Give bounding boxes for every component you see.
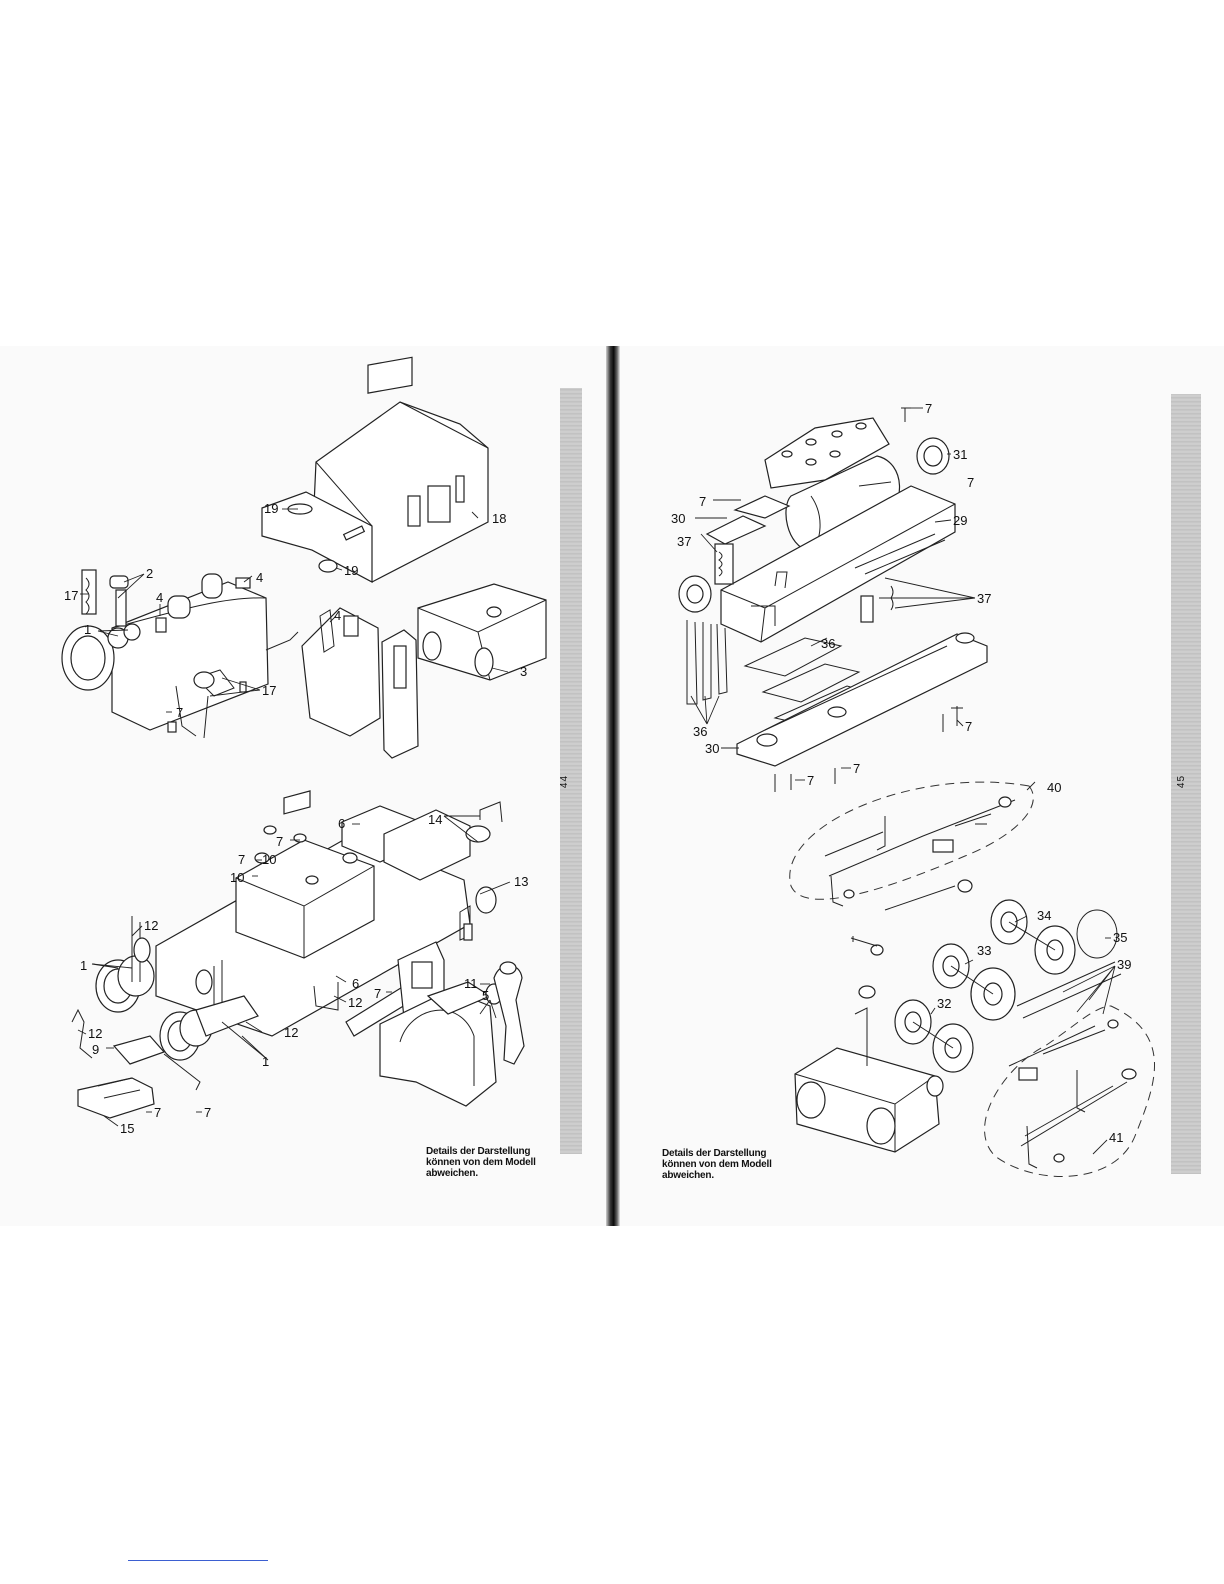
callout-b6: 10 [230, 870, 244, 885]
note-line: können von dem Modell [662, 1159, 772, 1170]
cab-front-plates [302, 608, 418, 758]
callout-b4: 7 [238, 852, 245, 867]
callout-b17: 12 [284, 1025, 298, 1040]
callout-c5: 30 [671, 511, 685, 526]
callout-a2: 18 [492, 511, 506, 526]
page-45: 7 31 7 7 30 29 37 37 36 36 7 30 7 7 40 3… [615, 346, 1224, 1226]
page-44: 19 18 19 2 17 4 4 1 4 3 17 7 6 14 7 7 10… [0, 346, 600, 1226]
callout-a12: 7 [176, 705, 183, 720]
callout-a7: 4 [256, 570, 263, 585]
callout-c11: 7 [965, 719, 972, 734]
callout-b12: 7 [374, 986, 381, 1001]
callout-c13: 7 [853, 761, 860, 776]
callout-b15: 12 [88, 1026, 102, 1041]
callout-b19: 7 [154, 1105, 161, 1120]
callout-d7: 41 [1109, 1130, 1123, 1145]
callout-c7: 37 [677, 534, 691, 549]
callout-c9: 36 [821, 636, 835, 651]
callout-a10: 3 [520, 664, 527, 679]
scan-edge-line [128, 1560, 268, 1561]
callout-c8: 37 [977, 591, 991, 606]
page-edge-tab-left [560, 388, 582, 1154]
callout-b10: 6 [352, 976, 359, 991]
page-number-45: 45 [1176, 775, 1187, 788]
callout-d3: 35 [1113, 930, 1127, 945]
callout-b16: 9 [92, 1042, 99, 1057]
callout-a6: 4 [156, 590, 163, 605]
callout-b8: 12 [144, 918, 158, 933]
callout-c1: 7 [925, 401, 932, 416]
callout-a11: 17 [262, 683, 276, 698]
callout-a3: 19 [344, 563, 358, 578]
note-line: abweichen. [426, 1168, 536, 1179]
callout-b3: 7 [276, 834, 283, 849]
base-plate [737, 633, 987, 766]
callout-b21: 15 [120, 1121, 134, 1136]
note-line: Details der Darstellung [426, 1146, 536, 1157]
callout-a9: 4 [334, 608, 341, 623]
cab-shell [262, 357, 488, 582]
callout-d2: 34 [1037, 908, 1051, 923]
callout-d1: 40 [1047, 780, 1061, 795]
exploded-view-drive: 7 31 7 7 30 29 37 37 36 36 7 30 7 7 40 3… [615, 346, 1224, 1226]
book-gutter [606, 346, 620, 1226]
callout-b7: 13 [514, 874, 528, 889]
exploded-view-body: 19 18 19 2 17 4 4 1 4 3 17 7 6 14 7 7 10… [0, 346, 600, 1226]
callout-b13: 11 [464, 976, 478, 991]
note-line: Details der Darstellung [662, 1148, 772, 1159]
callout-d6: 32 [937, 996, 951, 1011]
callout-c10: 36 [693, 724, 707, 739]
disclaimer-note-right: Details der Darstellung können von dem M… [662, 1148, 772, 1181]
callout-b5: 10 [262, 852, 276, 867]
linkage-group-41 [985, 1006, 1155, 1176]
callout-b20: 7 [204, 1105, 211, 1120]
callout-c12: 30 [705, 741, 719, 756]
callout-c2: 31 [953, 447, 967, 462]
callout-a5: 17 [64, 588, 78, 603]
callout-d5: 39 [1117, 957, 1131, 972]
callout-c4: 7 [699, 494, 706, 509]
callout-c3: 7 [967, 475, 974, 490]
callout-a1: 19 [264, 501, 278, 516]
callout-a4: 2 [146, 566, 153, 581]
callout-c6: 29 [953, 513, 967, 528]
motor-housing [679, 418, 955, 642]
callout-a8: 1 [84, 622, 91, 637]
callout-b14: 5 [482, 988, 489, 1003]
note-line: können von dem Modell [426, 1157, 536, 1168]
callout-d4: 33 [977, 943, 991, 958]
callout-b11: 12 [348, 995, 362, 1010]
note-line: abweichen. [662, 1170, 772, 1181]
linkage-rods-lower [1019, 1020, 1136, 1168]
linkage-rods-upper [825, 797, 1015, 906]
callout-c14: 7 [807, 773, 814, 788]
callout-b9: 1 [80, 958, 87, 973]
callout-b1: 6 [338, 816, 345, 831]
callout-b18: 1 [262, 1054, 269, 1069]
disclaimer-note-left: Details der Darstellung können von dem M… [426, 1146, 536, 1179]
callout-b2: 14 [428, 812, 442, 827]
wheelsets [851, 880, 1121, 1072]
page-number-44: 44 [559, 775, 570, 788]
